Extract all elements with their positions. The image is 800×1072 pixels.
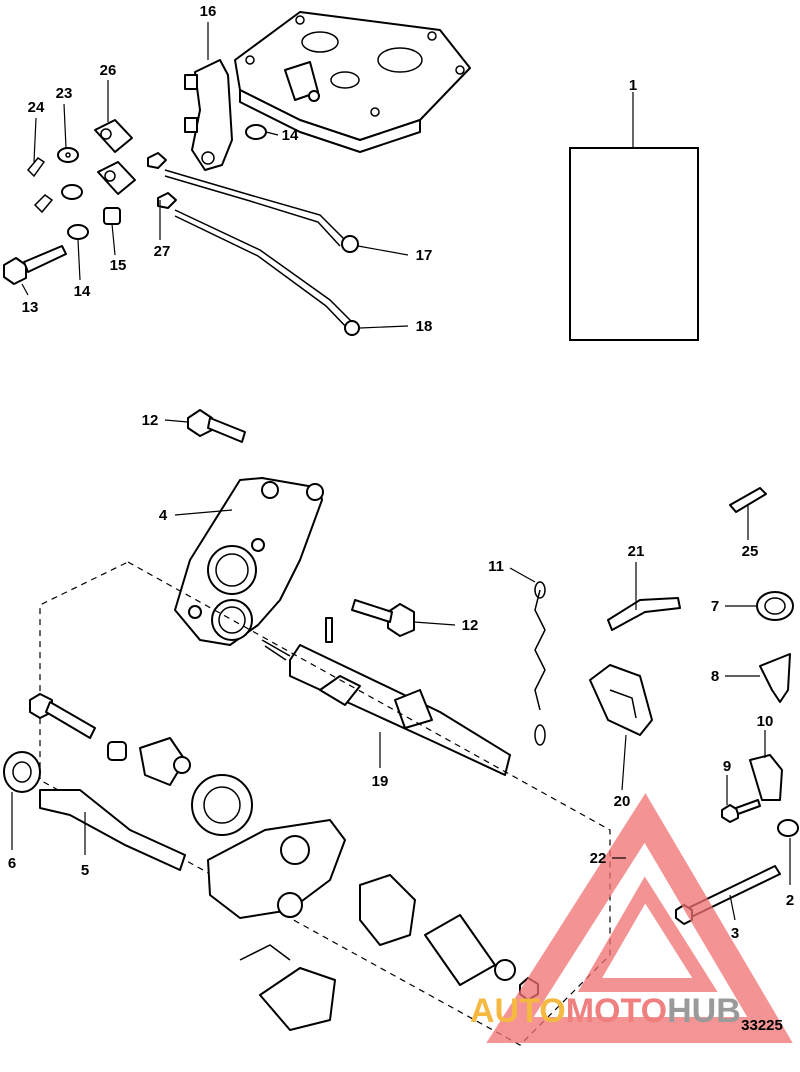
- pivot-shaft: [261, 617, 511, 776]
- watermark-text: AUTOMOTOHUB: [470, 992, 741, 1030]
- callout-21: 21: [628, 543, 645, 560]
- watermark-triangle: [486, 793, 793, 1043]
- throttle-arm: [184, 59, 233, 171]
- callout-11: 11: [488, 558, 504, 575]
- small-parts-right: [675, 487, 799, 925]
- callout-18: 18: [416, 318, 433, 335]
- callout-24: 24: [28, 99, 45, 116]
- callout-12-mid: 12: [462, 617, 479, 634]
- watermark-text-hub: HUB: [667, 992, 741, 1030]
- callout-13: 13: [22, 299, 39, 316]
- callout-23: 23: [56, 85, 73, 102]
- callout-15: 15: [110, 257, 127, 274]
- callout-5: 5: [81, 862, 89, 879]
- small-hardware-top: [3, 119, 267, 285]
- callout-6: 6: [8, 855, 16, 872]
- lower-hardware: [3, 693, 539, 1031]
- drawing-number: 33225: [741, 1017, 783, 1034]
- watermark-text-moto: MOTO: [566, 992, 667, 1030]
- callout-10: 10: [757, 713, 774, 730]
- callout-8: 8: [711, 668, 719, 685]
- callout-20: 20: [614, 793, 631, 810]
- callout-22: 22: [590, 850, 607, 867]
- link-rods: [164, 169, 360, 336]
- callout-12-top: 12: [142, 412, 159, 429]
- callout-2: 2: [786, 892, 794, 909]
- callout-9: 9: [723, 758, 731, 775]
- bolts-12: [187, 409, 415, 637]
- watermark-text-auto: AUTO: [470, 992, 566, 1030]
- subassembly-outline: [39, 561, 611, 1046]
- clip-21-and-block-20: [589, 597, 681, 736]
- callout-7: 7: [711, 598, 719, 615]
- callout-26: 26: [100, 62, 117, 79]
- callout-25: 25: [742, 543, 759, 560]
- callout-19: 19: [372, 773, 389, 790]
- part-1-box: [569, 147, 699, 341]
- leader-lines: [11, 22, 791, 921]
- callout-3: 3: [731, 925, 739, 942]
- mounting-bracket: [174, 477, 324, 646]
- callout-17: 17: [416, 247, 433, 264]
- spring-11: [534, 581, 546, 746]
- callout-4: 4: [159, 507, 168, 524]
- callout-14-left: 14: [74, 283, 91, 300]
- callout-16: 16: [200, 3, 217, 20]
- throttle-plate-assembly: [234, 11, 471, 153]
- callout-27: 27: [154, 243, 171, 260]
- callout-1: 1: [629, 77, 637, 94]
- callout-14-top: 14: [282, 127, 299, 144]
- watermark-logo: [486, 793, 793, 1043]
